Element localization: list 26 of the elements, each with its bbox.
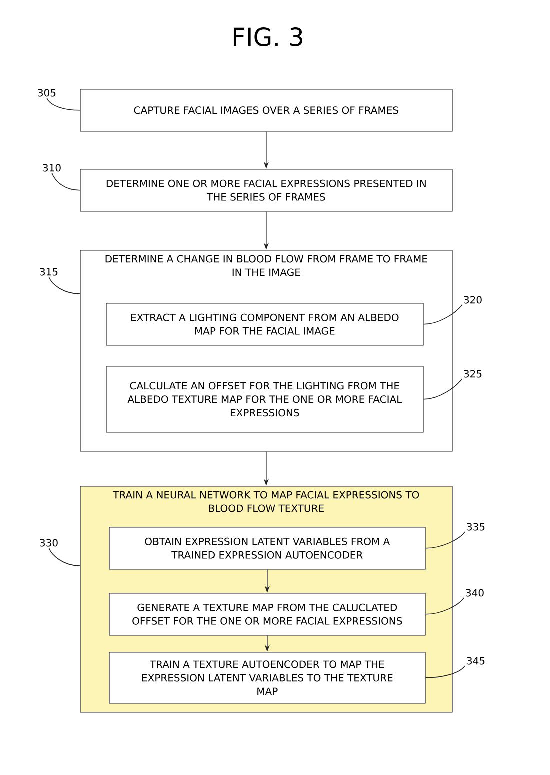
reference-numeral: 305	[38, 89, 56, 97]
reference-numeral: 320	[464, 296, 482, 304]
leader-line	[423, 304, 463, 325]
process-box: EXTRACT A LIGHTING COMPONENT FROM AN ALBEDO MAP FOR THE FACIAL IMAGE	[106, 303, 424, 346]
leader-line	[425, 666, 466, 678]
process-box: CALCULATE AN OFFSET FOR THE LIGHTING FROM THE ALBEDO TEXTURE MAP FOR THE ONE OR MORE FACIAL EXPRESSIONS	[106, 366, 424, 433]
reference-numeral: 340	[466, 589, 484, 597]
leader-line	[48, 276, 80, 294]
leader-line	[46, 98, 80, 111]
leader-line	[423, 378, 463, 400]
process-box: GENERATE A TEXTURE MAP FROM THE CALUCLATED OFFSET FOR THE ONE OR MORE FACIAL EXPRESSIONS	[109, 593, 426, 636]
reference-numeral: 335	[467, 523, 485, 531]
process-box: OBTAIN EXPRESSION LATENT VARIABLES FROM A TRAINED EXPRESSION AUTOENCODER	[109, 527, 426, 570]
leader-line	[425, 532, 466, 549]
reference-numeral: 325	[464, 370, 482, 378]
reference-numeral: 310	[43, 164, 61, 172]
process-box: DETERMINE ONE OR MORE FACIAL EXPRESSIONS PRESENTED IN THE SERIES OF FRAMES	[80, 169, 453, 212]
process-box: TRAIN A TEXTURE AUTOENCODER TO MAP THE EXPRESSION LATENT VARIABLES TO THE TEXTURE MAP	[109, 652, 426, 704]
leader-line	[425, 598, 465, 615]
reference-numeral: 315	[40, 268, 58, 276]
reference-numeral: 345	[467, 657, 485, 665]
process-box: CAPTURE FACIAL IMAGES OVER A SERIES OF FRAMES	[80, 89, 453, 132]
figure-title: FIG. 3	[234, 28, 302, 46]
leader-line	[48, 548, 80, 566]
leader-line	[52, 172, 80, 191]
reference-numeral: 330	[40, 539, 58, 547]
